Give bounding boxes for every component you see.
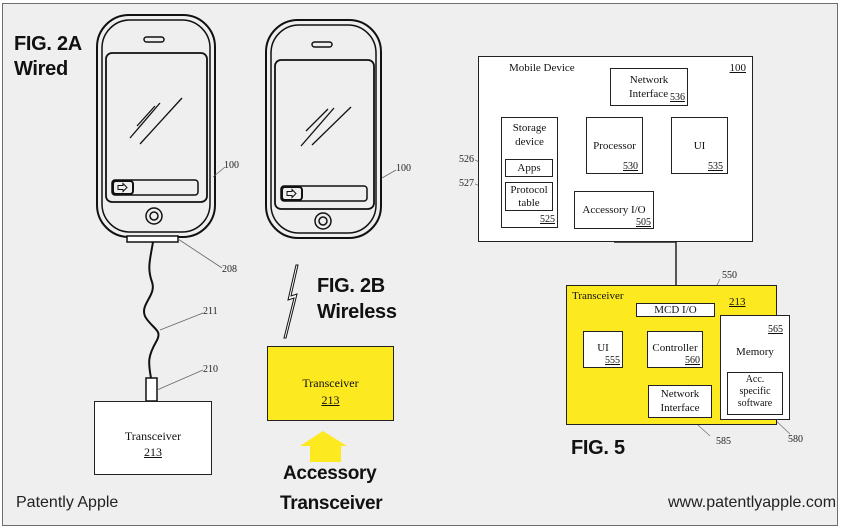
ui-number: 535 <box>708 161 723 172</box>
controller-block: Controller 560 <box>647 331 703 368</box>
memory-label: Memory <box>736 346 774 358</box>
fig2b-title: FIG. 2B <box>317 275 385 297</box>
mcd-io-block: MCD I/O <box>636 303 715 317</box>
ref-device-100: 100 <box>224 160 239 171</box>
apps-block: Apps <box>505 159 553 177</box>
wireless-signal-icon <box>283 264 299 339</box>
processor-label: Processor <box>593 140 636 152</box>
ui-block: UI 535 <box>671 117 728 174</box>
network-interface-block: Network Interface 536 <box>610 68 688 106</box>
ref-device-100-wireless: 100 <box>396 163 411 174</box>
network-interface-line1: Network <box>629 74 669 86</box>
controller-label: Controller <box>652 342 698 354</box>
software-line2: specific <box>739 386 771 397</box>
network-interface-line2: Interface <box>629 88 669 100</box>
transceiver-number: 213 <box>729 296 746 308</box>
protocol-line2: table <box>518 197 540 209</box>
cable-icon <box>143 241 160 379</box>
fig5-title: FIG. 5 <box>571 437 625 459</box>
ref-plug-210: 210 <box>203 364 218 375</box>
processor-number: 530 <box>623 161 638 172</box>
fig2b-subtitle: Wireless <box>317 301 397 323</box>
fig2a-subtitle: Wired <box>14 58 68 80</box>
fig2a-transceiver-box: Transceiver 213 <box>94 401 212 475</box>
acc-software-block: Acc. specific software <box>727 372 783 415</box>
mcd-io-label: MCD I/O <box>654 304 697 316</box>
network-interface-number: 536 <box>670 92 685 103</box>
transceiver-ni-line2: Interface <box>660 402 700 414</box>
fig2b-transceiver-box: Transceiver 213 <box>267 346 394 421</box>
software-line1: Acc. <box>745 374 765 385</box>
ref-mcd-io-550: 550 <box>722 270 737 281</box>
transceiver-ni-line1: Network <box>660 388 700 400</box>
storage-line2: device <box>515 136 544 148</box>
transceiver-label: Transceiver <box>572 290 624 302</box>
transceiver-number: 213 <box>321 393 340 407</box>
callout-line1: Accessory <box>283 463 377 484</box>
ref-software-580: 580 <box>788 434 803 445</box>
protocol-table-block: Protocol table <box>505 182 553 211</box>
fig2a-title: FIG. 2A <box>14 33 82 55</box>
transceiver-ui-label: UI <box>597 342 609 354</box>
memory-number: 565 <box>768 324 783 335</box>
transceiver-label: Transceiver <box>124 429 182 443</box>
ref-apps-526: 526 <box>459 154 474 165</box>
protocol-line1: Protocol <box>510 184 548 196</box>
ref-protocol-527: 527 <box>459 178 474 189</box>
phone-wired-icon <box>96 14 216 243</box>
storage-number: 525 <box>540 214 555 225</box>
accessory-io-block: Accessory I/O 505 <box>574 191 654 229</box>
up-arrow-icon <box>300 431 347 462</box>
apps-label: Apps <box>517 162 541 174</box>
software-line3: software <box>737 398 773 409</box>
ref-network-interface-585: 585 <box>716 436 731 447</box>
accessory-io-label: Accessory I/O <box>582 204 646 216</box>
mobile-device-label: Mobile Device <box>509 62 575 74</box>
phone-wireless-icon <box>265 19 382 239</box>
accessory-io-number: 505 <box>636 217 651 228</box>
transceiver-ui-number: 555 <box>605 355 620 366</box>
transceiver-network-interface-block: Network Interface <box>648 385 712 418</box>
transceiver-number: 213 <box>144 445 162 459</box>
ui-label: UI <box>693 140 706 152</box>
plug-icon <box>145 377 158 402</box>
transceiver-ui-block: UI 555 <box>583 331 623 368</box>
processor-block: Processor 530 <box>586 117 643 174</box>
footer-website-link[interactable]: www.patentlyapple.com <box>668 494 837 511</box>
ref-cable-211: 211 <box>203 306 218 317</box>
transceiver-label: Transceiver <box>302 376 359 390</box>
mobile-device-number: 100 <box>729 62 747 74</box>
controller-number: 560 <box>685 355 700 366</box>
footer-brand: Patently Apple <box>16 494 119 511</box>
callout-line2: Transceiver <box>280 493 383 514</box>
ref-connector-208: 208 <box>222 264 237 275</box>
storage-line1: Storage <box>512 122 547 134</box>
